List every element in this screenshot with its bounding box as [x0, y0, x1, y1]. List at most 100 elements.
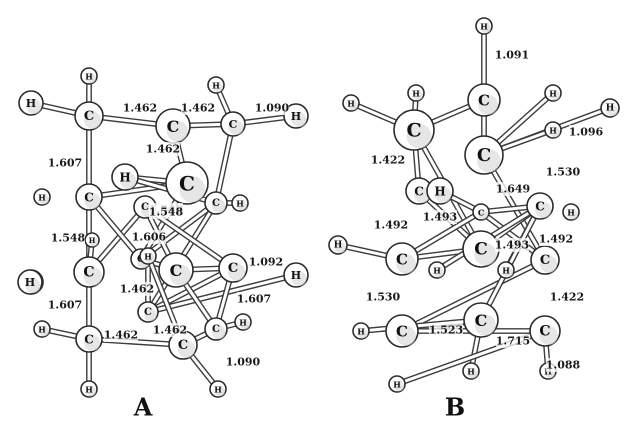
atom-b-20: C [385, 314, 419, 348]
atom-a-15: H [231, 194, 249, 212]
atom-b-9: C [464, 135, 504, 175]
atom-b-14: C [530, 245, 560, 275]
atom-label: C [212, 198, 220, 209]
atom-label: H [239, 318, 247, 328]
atom-label: H [89, 236, 96, 245]
atom-a-7: C [165, 161, 209, 205]
atom-label: H [480, 22, 488, 32]
atom-label: C [406, 120, 421, 142]
atom-label: C [212, 324, 220, 335]
atom-label: H [606, 104, 615, 114]
bond-length-label-a-6: 1.548 [149, 206, 184, 219]
atom-a-17: C [158, 252, 194, 288]
atom-label: H [38, 193, 46, 203]
atom-label: C [478, 208, 484, 218]
atom-label: C [84, 191, 94, 205]
bond-length-label-b-2: 1.422 [371, 154, 405, 167]
atom-b-2: H [342, 94, 360, 112]
atom-label: H [467, 367, 475, 377]
atom-a-28: H [17, 269, 43, 295]
atom-b-15: C [472, 203, 490, 221]
atom-label: C [229, 118, 238, 131]
atom-a-19: C [137, 301, 159, 323]
atom-label: C [475, 311, 488, 330]
atom-label: H [434, 185, 445, 199]
atom-label: C [540, 253, 550, 268]
atom-label: H [25, 276, 35, 289]
bond-length-label-b-6: 1.492 [374, 219, 408, 232]
atom-a-12: C [73, 256, 105, 288]
atom-label: C [228, 261, 238, 276]
atom-a-26: C [168, 330, 198, 360]
atom-a-21: C [204, 317, 228, 341]
molecule-a: HHCCHCHCHCHHCCCHCCCCHCHHCHCHHHH1.4621.46… [17, 67, 309, 398]
bond-length-label-a-11: 1.607 [48, 299, 82, 312]
atom-label: H [549, 89, 557, 99]
atom-b-19: H [497, 261, 515, 279]
atom-label: H [347, 99, 355, 109]
bond-length-label-b-9: 1.530 [366, 291, 401, 304]
atom-b-22: H [462, 362, 480, 380]
bond-length-label-a-14: 1.462 [153, 324, 187, 337]
atom-label: H [144, 252, 152, 262]
atom-a-23: H [33, 320, 51, 338]
bond-length-label-a-3: 1.462 [146, 143, 180, 156]
atom-a-9: C [75, 183, 103, 211]
atom-label: H [85, 72, 93, 82]
bond-length-label-a-7: 1.548 [51, 232, 86, 245]
atom-b-21: C [463, 302, 499, 338]
atom-label: C [144, 307, 152, 318]
bond-length-label-b-0: 1.091 [495, 49, 529, 62]
atom-a-22: H [234, 313, 252, 331]
bond-a-36 [213, 122, 236, 205]
atom-label: C [179, 172, 195, 196]
atom-label: H [502, 266, 510, 276]
atom-label: H [334, 241, 343, 251]
atom-b-26: H [388, 375, 406, 393]
atom-label: H [567, 208, 575, 218]
atom-b-16: H [426, 177, 454, 205]
atom-a-27: H [139, 247, 157, 265]
atom-a-20: H [283, 262, 309, 288]
bond-length-label-a-4: 1.607 [48, 157, 82, 170]
atom-label: H [357, 327, 365, 337]
atom-label: C [477, 145, 491, 166]
atom-label: H [291, 269, 301, 282]
atom-b-25: H [352, 322, 370, 340]
bond-length-label-a-15: 1.090 [226, 356, 261, 369]
atom-label: H [119, 171, 130, 185]
atom-label: C [539, 324, 550, 340]
bond-length-label-a-13: 1.462 [104, 329, 138, 342]
atom-b-1: C [467, 83, 501, 117]
bond-length-label-a-9: 1.092 [249, 256, 283, 269]
bond-length-label-a-0: 1.462 [123, 102, 157, 115]
atom-label: C [474, 240, 488, 260]
bond-length-label-b-7: 1.493 [495, 239, 529, 252]
atom-a-14: C [204, 191, 228, 215]
atom-b-3: H [407, 84, 425, 102]
atom-label: C [84, 333, 94, 347]
bond-length-label-b-4: 1.493 [423, 211, 457, 224]
atom-a-10: H [33, 188, 51, 206]
atom-label: C [178, 338, 188, 353]
atom-label: C [414, 185, 424, 199]
atom-a-3: C [155, 108, 191, 144]
atom-a-6: H [283, 103, 309, 129]
bond-length-label-a-12: 1.607 [237, 293, 271, 306]
molecule-b: HCHHHHCHCCHCCHCCHCHHCCHCHHH1.0911.0961.4… [328, 17, 620, 393]
bond-length-label-b-1: 1.096 [569, 126, 604, 139]
atom-b-18: H [428, 261, 446, 279]
atom-b-6: C [393, 109, 435, 151]
panel-label-a: A [133, 393, 153, 422]
atom-label: C [396, 251, 408, 269]
bond-length-label-b-12: 1.715 [496, 335, 530, 348]
atom-label: H [433, 266, 441, 276]
bond-length-label-b-3: 1.530 [546, 166, 581, 179]
bond-length-label-b-13: 1.088 [546, 359, 581, 372]
atom-label: C [167, 117, 180, 136]
bond-length-label-b-10: 1.422 [550, 291, 584, 304]
panel-label-b: B [445, 393, 465, 422]
atom-a-8: H [111, 163, 139, 191]
atom-a-1: H [18, 90, 44, 116]
